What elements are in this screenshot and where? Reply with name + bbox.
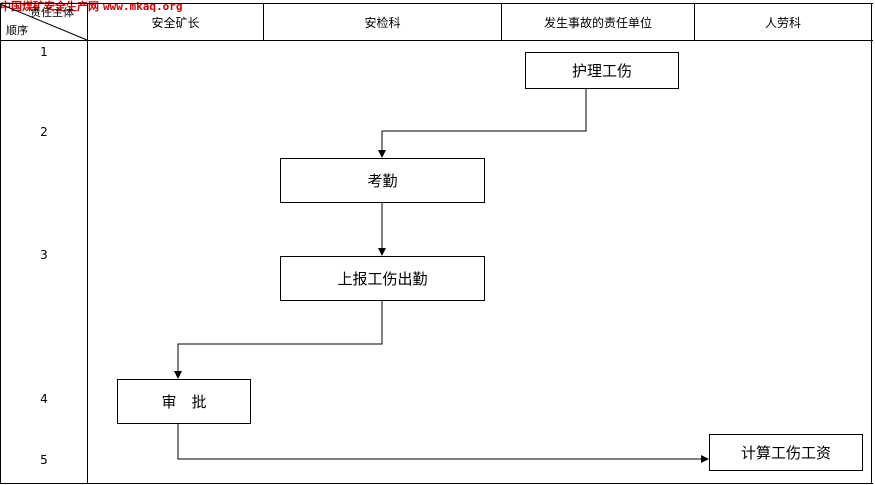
- header-bottom-border: [0, 40, 873, 41]
- corner-responsible-label: 责任主体: [30, 6, 74, 19]
- corner-sequence-label: 顺序: [6, 24, 28, 37]
- arrow-nursing-to-attendance: [378, 88, 587, 158]
- step-label: 审 批: [161, 393, 207, 411]
- arrow-approve-to-calculate: [177, 423, 709, 463]
- table-top-border: [0, 3, 873, 4]
- step-attendance: 考勤: [280, 158, 485, 203]
- step-report-attendance: 上报工伤出勤: [280, 256, 485, 301]
- table-left-border: [0, 3, 1, 484]
- column-divider-1: [263, 3, 264, 41]
- column-divider-3: [694, 3, 695, 41]
- sequence-number: 1: [40, 45, 48, 59]
- arrow-report-to-approve: [174, 300, 383, 379]
- column-divider-2: [501, 3, 502, 41]
- column-header-hr-dept: 人劳科: [764, 15, 801, 30]
- table-right-border: [871, 3, 872, 484]
- sequence-number: 3: [40, 248, 48, 262]
- sequence-number: 5: [40, 453, 48, 467]
- table-bottom-border: [0, 483, 873, 484]
- sequence-number: 4: [40, 392, 48, 406]
- step-label: 考勤: [367, 172, 398, 190]
- column-header-inspection-dept: 安检科: [364, 15, 401, 30]
- sequence-number: 2: [40, 125, 48, 139]
- step-label: 护理工伤: [571, 62, 632, 80]
- step-label: 计算工伤工资: [740, 444, 831, 462]
- sequence-column-border: [87, 3, 88, 484]
- step-nursing-injury: 护理工伤: [525, 52, 679, 89]
- step-approval: 审 批: [117, 379, 251, 424]
- step-calculate-wage: 计算工伤工资: [709, 434, 863, 471]
- column-header-safety-director: 安全矿长: [151, 15, 200, 30]
- column-header-accident-unit: 发生事故的责任单位: [543, 15, 652, 30]
- step-label: 上报工伤出勤: [337, 270, 428, 288]
